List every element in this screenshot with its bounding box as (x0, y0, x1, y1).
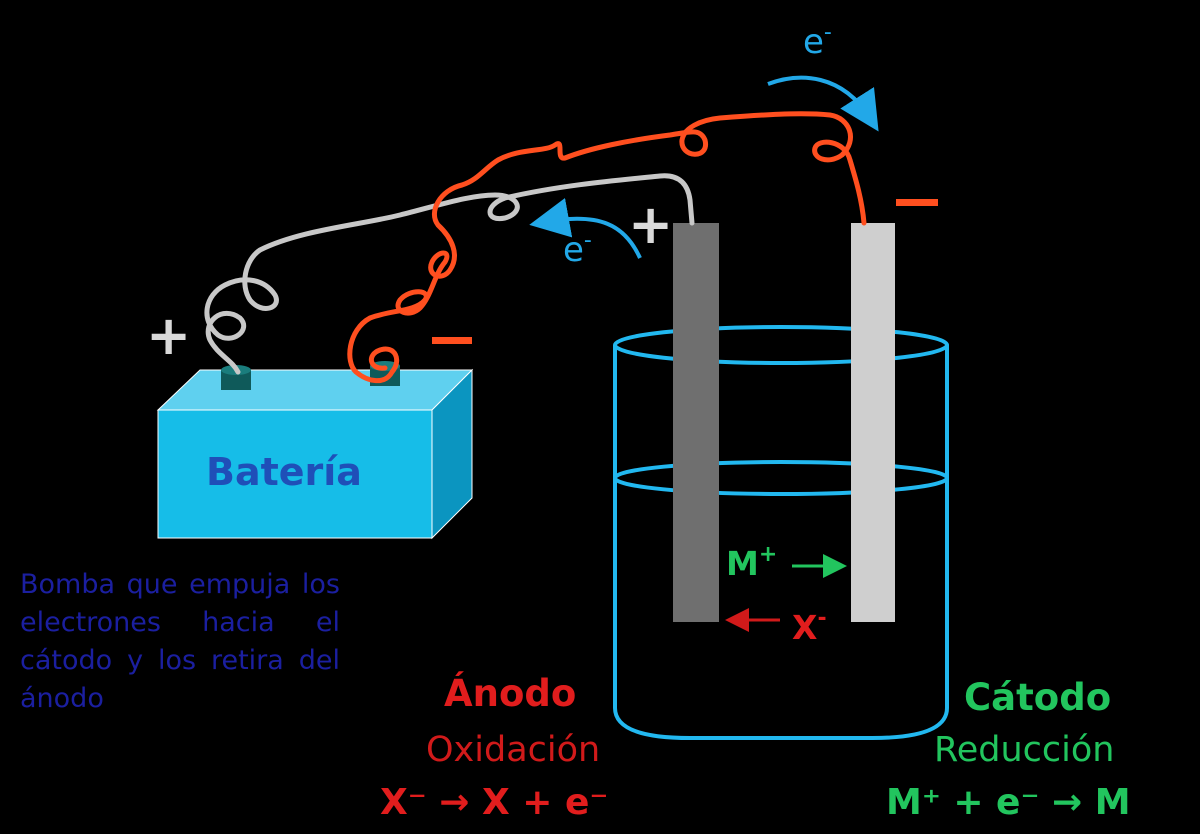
battery-description: Bomba que empuja los electrones hacia el… (20, 569, 340, 714)
electron-label-top: e- (803, 20, 832, 62)
positive-wire (204, 173, 695, 375)
beaker-rim (613, 325, 949, 365)
anode-title: Ánodo (444, 672, 577, 715)
beaker-body (613, 345, 949, 740)
cathode-electrode (851, 223, 895, 622)
cathode-title: Cátodo (964, 676, 1112, 719)
beaker (613, 325, 949, 740)
anion-label: X- (792, 606, 827, 647)
battery-top-face (156, 369, 474, 411)
anode-sign: + (628, 193, 674, 256)
cation-label: M+ (726, 542, 778, 583)
cathode-sign (896, 199, 938, 206)
negative-wire (347, 111, 867, 384)
cathode-reaction: M⁺ + e⁻ → M (886, 782, 1131, 823)
battery-positive-sign: + (146, 304, 192, 367)
anode-electrode (673, 223, 719, 622)
cathode-process: Reducción (934, 730, 1115, 770)
anode-process: Oxidación (426, 730, 601, 770)
battery-front-face (157, 409, 433, 539)
electron-arrow-top (767, 75, 879, 132)
electron-label-left: e- (563, 228, 592, 270)
battery-positive-terminal (221, 365, 251, 390)
electron-arrow-left (529, 198, 642, 259)
anode-reaction: X⁻ → X + e⁻ (380, 782, 609, 823)
solution-surface (613, 460, 949, 496)
battery-negative-sign (432, 337, 472, 344)
battery-label: Batería (206, 450, 362, 494)
